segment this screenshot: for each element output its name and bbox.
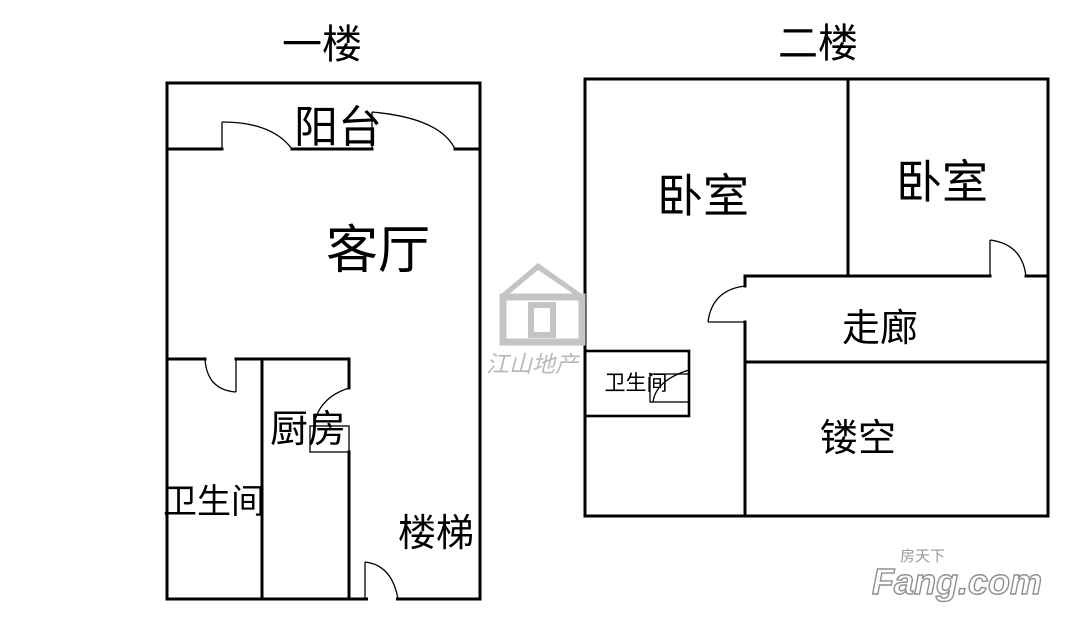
bedroom-door	[989, 239, 1027, 277]
second-floor-plan: 二楼 卧室 卧室 走廊 卫生间 镂空	[583, 21, 1050, 518]
house-logo-icon	[500, 263, 586, 297]
balcony-door-left	[221, 121, 293, 150]
kitchen-door	[309, 387, 350, 453]
first-floor-outer-wall	[165, 81, 482, 601]
balcony-door-right	[371, 111, 456, 150]
site-watermark-prefix: 房天下	[900, 547, 945, 565]
site-watermark: 房天下 Fang.com	[871, 547, 1042, 603]
stairs-door	[364, 561, 399, 601]
bathroom-door	[204, 358, 237, 393]
room-label-bedroom-left: 卧室	[657, 169, 749, 223]
second-floor-bathroom	[583, 349, 691, 418]
room-label-kitchen: 厨房	[270, 407, 346, 451]
second-floor-title: 二楼	[778, 21, 858, 67]
first-floor-title: 一楼	[282, 22, 362, 68]
site-watermark-logo: Fang.com	[872, 561, 1042, 602]
room-label-corridor: 走廊	[842, 306, 918, 350]
room-label-first-floor-bathroom: 卫生间	[163, 482, 265, 522]
bathroom-kitchen-walls	[165, 357, 351, 601]
agency-watermark-text: 江山地产	[486, 352, 580, 378]
second-floor-outer-wall	[583, 77, 1050, 518]
room-label-stairs: 楼梯	[398, 511, 474, 555]
room-label-living-room: 客厅	[326, 221, 430, 281]
second-floor-partitions	[743, 77, 1050, 518]
corridor-door	[707, 285, 746, 323]
room-label-balcony: 阳台	[294, 102, 382, 153]
agency-watermark: 江山地产	[486, 263, 586, 378]
room-label-bedroom-right: 卧室	[896, 155, 988, 209]
first-floor-plan: 一楼 阳台 客厅 厨房 卫生间 楼梯	[163, 22, 482, 601]
room-label-void: 镂空	[820, 416, 896, 460]
room-label-second-floor-bathroom: 卫生间	[605, 371, 668, 395]
